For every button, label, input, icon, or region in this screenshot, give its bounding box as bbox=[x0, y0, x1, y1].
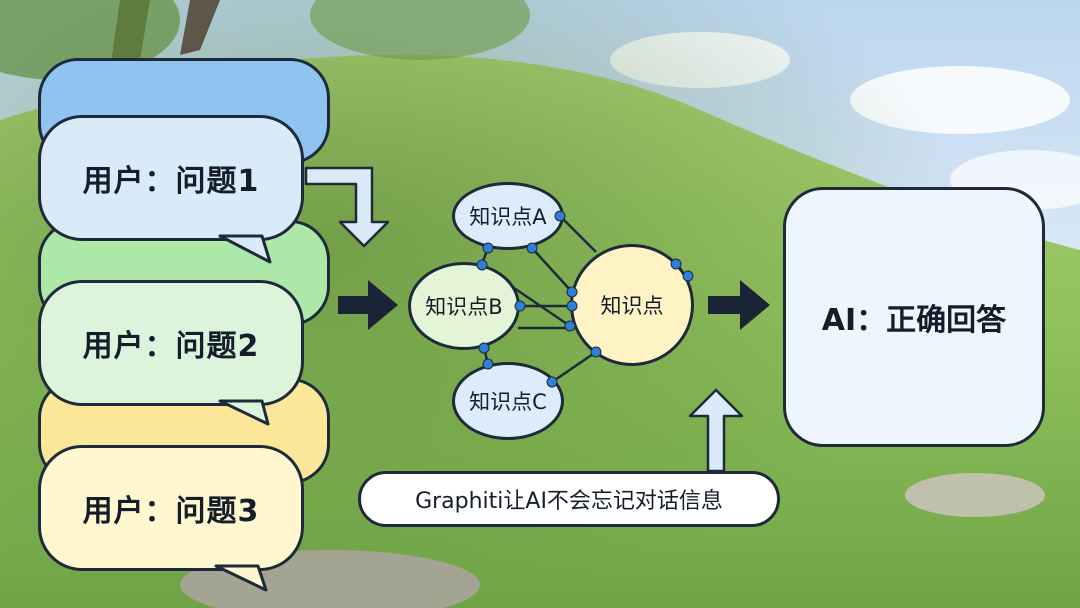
knowledge-node-center-label: 知识点 bbox=[600, 294, 664, 318]
knowledge-node-a: 知识点A bbox=[452, 182, 564, 250]
chat-bubble-2: 用户：问题2 bbox=[38, 280, 304, 406]
chat-bubble-3: 用户：问题3 bbox=[38, 445, 304, 571]
chat-bubble-2-text: 用户：问题2 bbox=[82, 329, 260, 364]
answer-text: AI：正确回答 bbox=[821, 303, 1007, 338]
knowledge-node-a-label: 知识点A bbox=[469, 205, 547, 229]
knowledge-node-b: 知识点B bbox=[408, 262, 520, 350]
chat-bubble-1-text: 用户：问题1 bbox=[82, 164, 260, 199]
chat-bubble-1: 用户：问题1 bbox=[38, 115, 304, 241]
knowledge-node-c-label: 知识点C bbox=[469, 390, 547, 414]
caption-pill: Graphiti让AI不会忘记对话信息 bbox=[358, 471, 780, 527]
answer-box: AI：正确回答 bbox=[783, 187, 1045, 447]
caption-text: Graphiti让AI不会忘记对话信息 bbox=[415, 489, 723, 514]
chat-bubble-3-text: 用户：问题3 bbox=[82, 494, 260, 529]
knowledge-node-b-label: 知识点B bbox=[425, 295, 503, 319]
knowledge-node-center: 知识点 bbox=[570, 244, 694, 366]
knowledge-node-c: 知识点C bbox=[452, 362, 564, 440]
